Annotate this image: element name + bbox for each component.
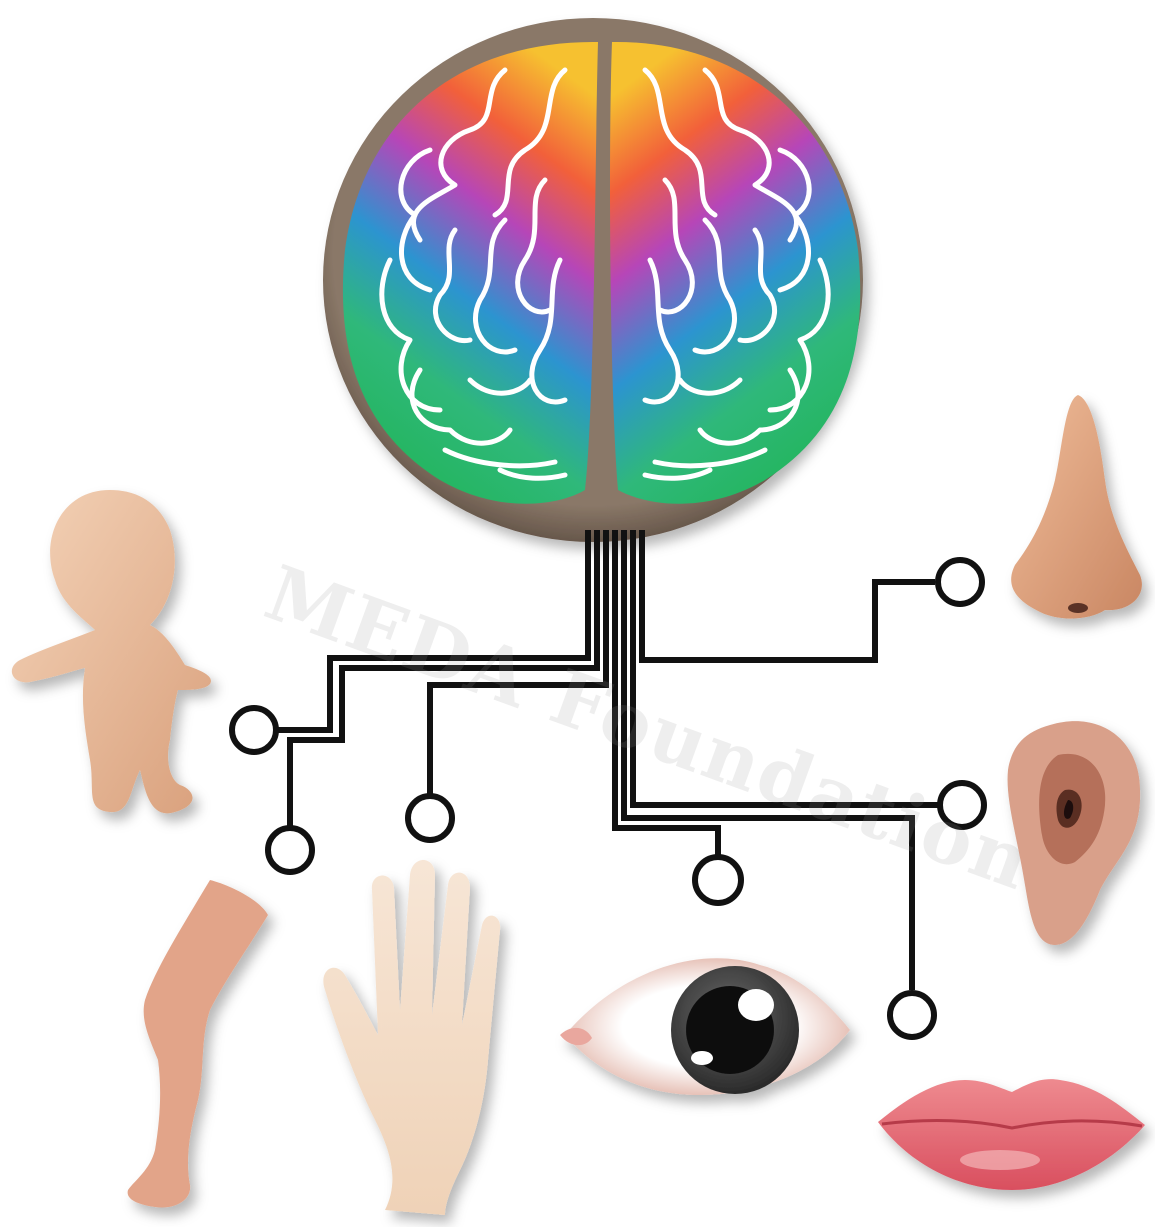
body-node	[232, 708, 276, 752]
connector-wires	[272, 530, 940, 990]
brain-icon	[323, 18, 863, 542]
hand-icon	[323, 860, 500, 1215]
lips-node	[890, 993, 934, 1037]
nose-node	[938, 560, 982, 604]
body-icon	[12, 490, 211, 813]
leg-icon	[128, 880, 268, 1208]
eye-node	[695, 857, 741, 903]
eye-icon	[560, 958, 850, 1095]
nose-icon	[1011, 395, 1142, 619]
lips-icon	[878, 1079, 1145, 1190]
hand-node	[408, 796, 452, 840]
ear-icon	[1008, 721, 1141, 945]
leg-node	[268, 828, 312, 872]
ear-node	[940, 783, 984, 827]
